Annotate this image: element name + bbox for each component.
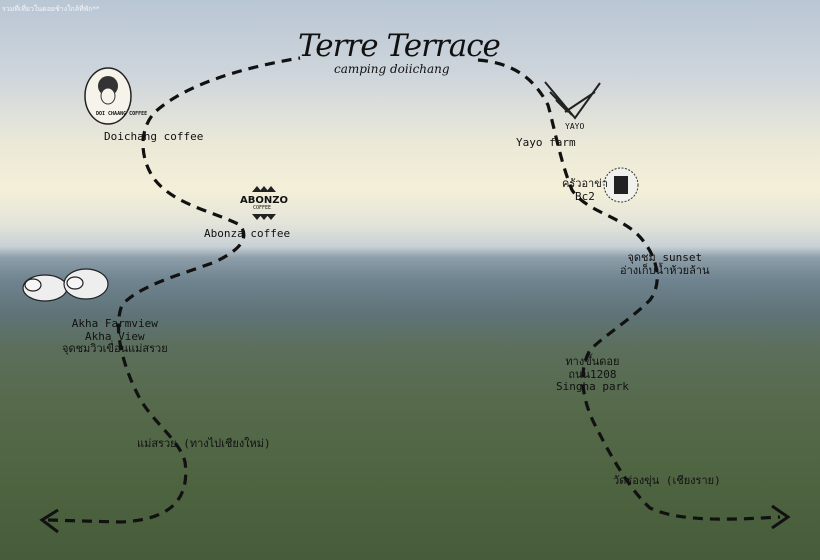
place-wat[interactable]: วัดร่องขุ่น (เชียงราย) [613,474,721,487]
map-subtitle: camping doiichang [334,62,450,76]
abonzo-logo [252,186,276,220]
doichaang-logo [84,67,132,125]
bc2-logo [603,167,639,203]
top-note: รวมที่เที่ยวในดอยช้างใกล้ที่พัก** [2,5,100,13]
route-path [47,56,781,524]
place-doichang[interactable]: Doichang coffee [104,130,204,143]
place-yayo[interactable]: Yayo farm [516,136,576,149]
yayo-logo-text: YAYO [565,122,585,131]
place-maesuai[interactable]: แม่สรวย (ทางไปเชียงใหม่) [137,437,271,450]
abonzo-logo-sub: COFFEE [253,205,272,211]
right-arrow-icon [771,504,791,530]
doichaang-logo-text: DOI CHAANG COFFEE [96,111,148,117]
left-arrow-icon [39,508,59,534]
place-abonza[interactable]: Abonza coffee [204,227,291,240]
map-title: Terre Terrace [298,28,501,64]
sheep-logo [22,268,109,302]
yayo-logo [544,81,601,120]
abonzo-logo-text: ABONZO [240,195,288,206]
